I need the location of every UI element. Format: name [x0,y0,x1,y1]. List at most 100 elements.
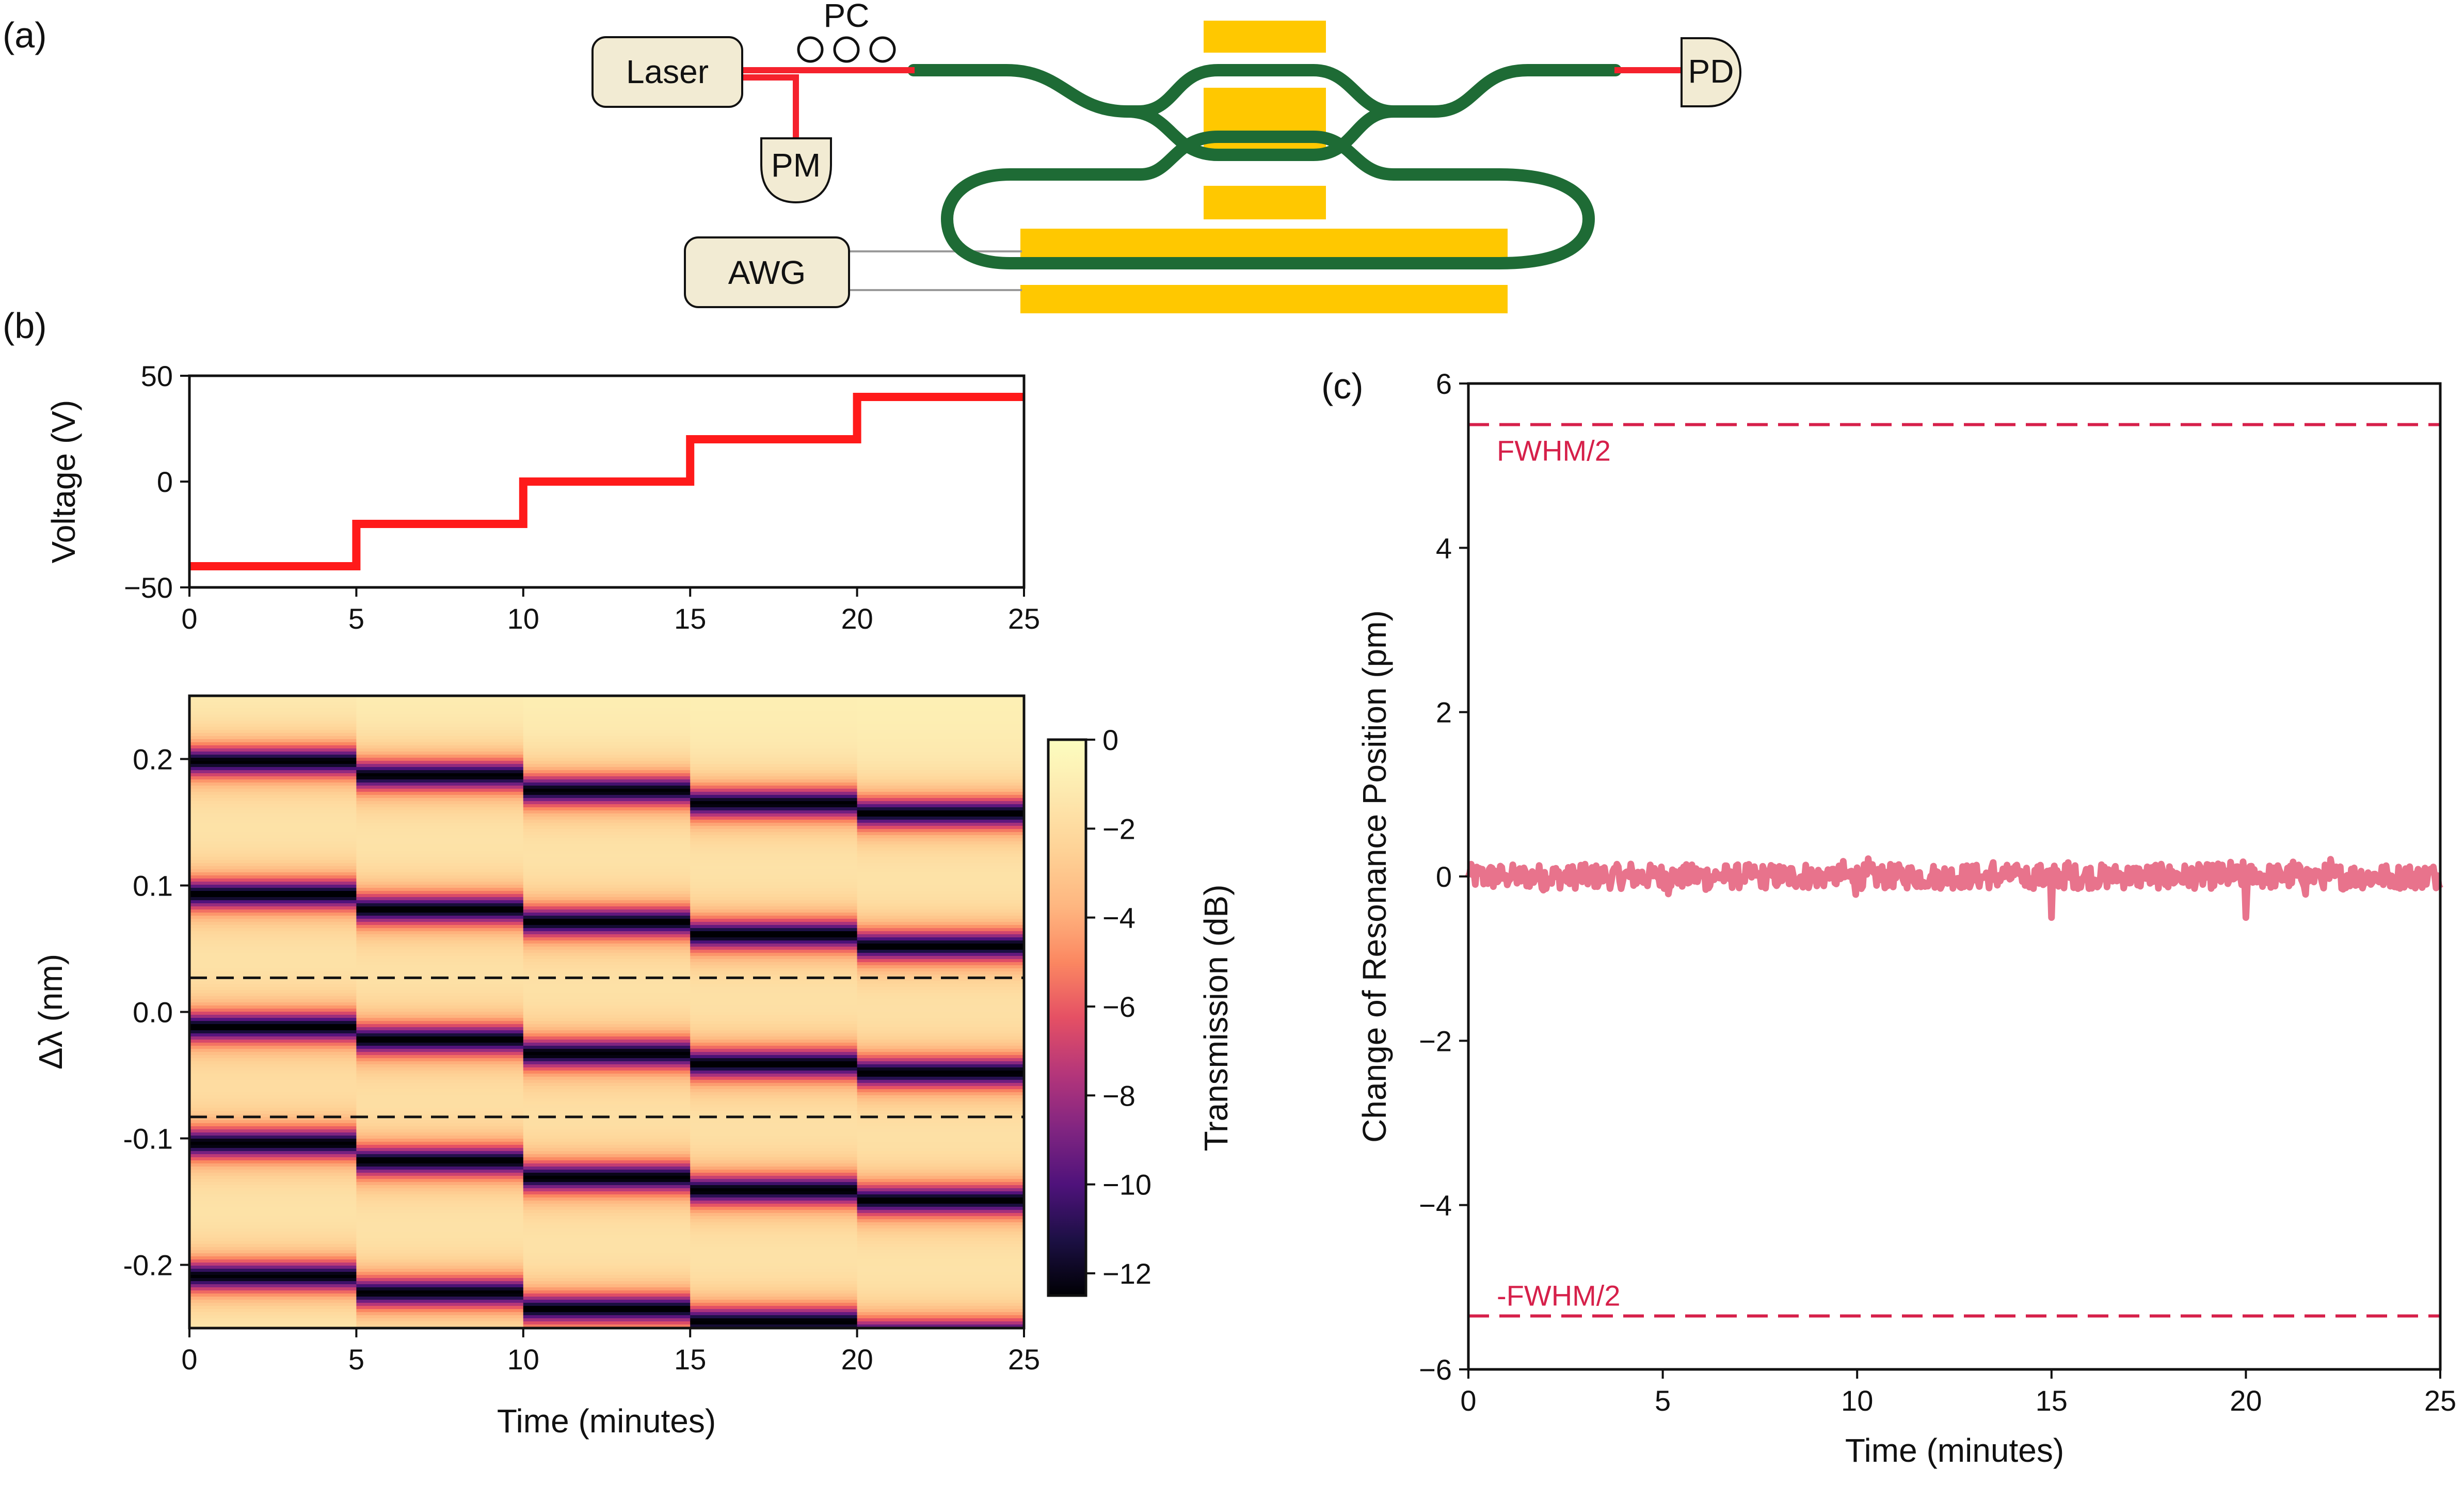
heatmap-cell [189,1009,357,1012]
heatmap-cell [523,882,691,885]
heatmap-cell [690,1002,858,1006]
heatmap-cell [356,1036,524,1040]
heatmap-cell [523,1207,691,1210]
heatmap-cell [523,1225,691,1229]
heatmap-cell [857,1030,1024,1034]
heatmap-cell [189,909,357,913]
heatmap-cell [356,999,524,1003]
heatmap-cell [857,776,1024,780]
heatmap-cell [356,1027,524,1031]
heatmap-cell [356,1163,524,1167]
heatmap-cell [690,1238,858,1241]
heatmap-cell [857,1281,1024,1285]
heatmap-cell [523,1191,691,1195]
heatmap-cell [356,705,524,709]
heatmap-cell [189,1278,357,1282]
waveguide-lower-arm [1122,105,1400,161]
heatmap-cell [356,1033,524,1037]
colorbar-tick-label: −2 [1102,812,1135,845]
heatmap-cell [523,807,691,811]
heatmap-cell [356,1290,524,1294]
heatmap-cell [690,1318,858,1322]
heatmap-cell [857,1126,1024,1130]
heatmap-cell [523,1154,691,1158]
heatmap-cell [523,1256,691,1260]
heatmap-cell [857,708,1024,712]
heatmap-cell [857,745,1024,749]
heatmap-cell [523,1027,691,1031]
heatmap-cell [523,875,691,879]
heatmap-cell [523,1306,691,1310]
heatmap-cell [356,909,524,913]
heatmap-cell [857,817,1024,820]
heatmap-cell [356,1148,524,1152]
heatmap-cell [690,1259,858,1263]
heatmap-cell [857,826,1024,829]
heatmap-cell [690,727,858,730]
heatmap-cell [523,1324,691,1328]
heatmap-cell [356,931,524,935]
heatmap-cell [523,820,691,823]
heatmap-cell [690,770,858,774]
heatmap-cell [857,1309,1024,1313]
heatmap-cell [690,882,858,885]
heatmap-cell [857,717,1024,721]
heatmap-cell [356,1176,524,1179]
heatmap-cell [189,928,357,932]
heatmap-cell [690,1067,858,1071]
heatmap-cell [523,1259,691,1263]
heatmap-cell [523,1300,691,1303]
heatmap-cell [189,844,357,848]
heatmap-cell [189,882,357,885]
heatmap-cell [523,1098,691,1102]
heatmap-cell [857,841,1024,845]
colorbar-frame [1047,738,1087,1297]
heatmap-cell [189,1077,357,1080]
heatmap-cell [189,1247,357,1251]
heatmap-cell [356,708,524,712]
heatmap-cell [690,863,858,867]
heatmap-cell [857,1188,1024,1192]
heatmap-cell [356,1067,524,1071]
heatmap-cell [189,1241,357,1244]
heatmap-cell [690,1089,858,1093]
heatmap-cell [189,801,357,805]
heatmap-cell [857,1005,1024,1009]
heatmap-cell [189,748,357,752]
heatmap-cell [857,863,1024,867]
heatmap-cell [189,885,357,888]
heatmap-cell [356,975,524,978]
awg-label: AWG [728,254,806,291]
heatmap-cell [356,1263,524,1266]
heatmap-cell [690,755,858,758]
heatmap-cell [857,1185,1024,1189]
heatmap-cell [523,1309,691,1313]
heatmap-cell [690,705,858,709]
heatmap-cell [690,779,858,783]
awg-box [684,236,850,308]
heatmap-cell [189,1300,357,1303]
heatmap-cell [690,897,858,901]
heatmap-cell [356,1182,524,1186]
heatmap-cell [189,711,357,715]
heatmap-cell [690,748,858,752]
heatmap-cell [356,1297,524,1300]
heatmap-cell [189,770,357,774]
heatmap-cell [189,879,357,882]
heatmap-cell [523,956,691,960]
electrode-top-2 [1204,88,1326,154]
heatmap-cell [690,1244,858,1248]
heatmap-cell [523,851,691,854]
heatmap-cell [189,906,357,910]
heatmap-cell [356,724,524,727]
panel-label-c: (c) [1321,366,1364,406]
heatmap-cell [857,761,1024,764]
heatmap-cell [523,1297,691,1300]
heatmap-cell [690,1098,858,1102]
heatmap-cell [356,903,524,907]
heatmap-cell [356,773,524,777]
heatmap-cell [356,1080,524,1083]
heatmap-cell [857,1263,1024,1266]
heatmap-cell [857,1064,1024,1068]
heatmap-cell [857,869,1024,873]
